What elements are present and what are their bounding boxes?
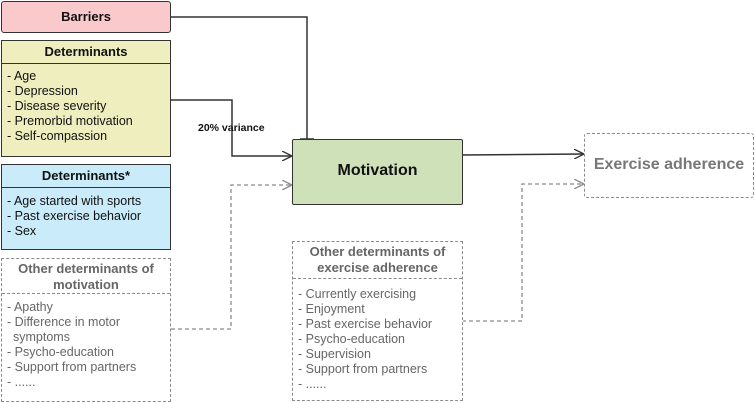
exercise-adherence-title: Exercise adherence [593, 156, 745, 173]
variance-label: 20% variance [198, 122, 265, 134]
list-item: - Age [7, 69, 37, 83]
list-item: - Currently exercising [298, 287, 417, 301]
other-adherence-to-adherence-arrow [462, 184, 583, 322]
determinants-star-title: Determinants* [2, 165, 170, 188]
determinants-box: Determinants - Age - Depression - Diseas… [1, 40, 171, 157]
determinants-title: Determinants [2, 41, 170, 64]
motivation-box: Motivation [292, 139, 463, 205]
motivation-to-adherence-arrow [461, 154, 583, 155]
determinants-star-box: Determinants* - Age started with sports … [1, 164, 171, 250]
list-item: - Supervision [298, 347, 371, 361]
other-motivation-box: Other determinants of motivation - Apath… [1, 258, 171, 402]
list-item: - Sex [7, 224, 37, 238]
list-item: - Premorbid motivation [7, 114, 133, 128]
barriers-box: Barriers [1, 1, 171, 33]
determinants-list: - Age - Depression - Disease severity - … [2, 64, 170, 144]
barriers-title: Barriers [61, 9, 111, 24]
other-motivation-title: Other determinants of motivation [2, 259, 170, 294]
list-item: - Support from partners [298, 362, 428, 376]
other-motivation-list: - Apathy - Difference in motor symptoms … [2, 294, 170, 390]
list-item: - Self-compassion [7, 129, 108, 143]
list-item: - Past exercise behavior [7, 209, 142, 223]
list-item: - ...... [7, 375, 36, 389]
barriers-to-motivation-arrow [171, 16, 308, 139]
determinants-star-list: - Age started with sports - Past exercis… [2, 188, 170, 239]
list-item: - Depression [7, 84, 78, 98]
list-item: - ...... [298, 377, 327, 391]
determinants-to-motivation-arrow [171, 99, 291, 156]
other-adherence-list: - Currently exercising - Enjoyment - Pas… [293, 279, 462, 392]
other-adherence-box: Other determinants of exercise adherence… [292, 241, 463, 401]
list-item: - Support from partners [7, 360, 137, 374]
list-item: - Difference in motor symptoms [7, 315, 121, 344]
list-item: - Apathy [7, 300, 53, 314]
list-item: - Enjoyment [298, 302, 365, 316]
list-item: - Past exercise behavior [298, 317, 433, 331]
list-item: - Psycho-education [7, 345, 115, 359]
exercise-adherence-box: Exercise adherence [584, 133, 754, 198]
other-motivation-to-motivation-arrow [171, 185, 291, 330]
list-item: - Disease severity [7, 99, 107, 113]
motivation-title: Motivation [337, 162, 418, 179]
list-item: - Psycho-education [298, 332, 406, 346]
other-adherence-title: Other determinants of exercise adherence [293, 242, 462, 279]
list-item: - Age started with sports [7, 194, 142, 208]
